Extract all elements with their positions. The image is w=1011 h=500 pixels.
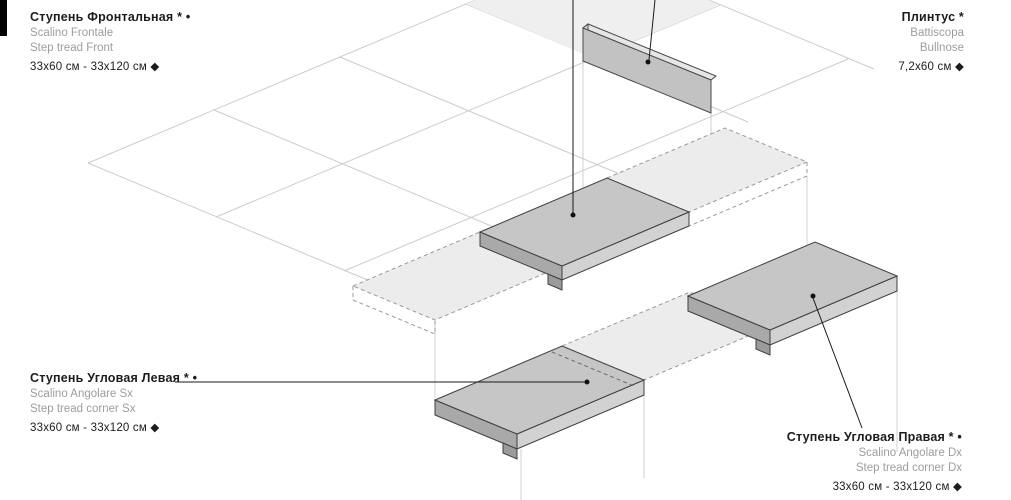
label-title: Ступень Угловая Левая * • bbox=[30, 371, 198, 385]
label-subtitle-it: Scalino Angolare Dx bbox=[858, 446, 962, 459]
leader-bullnose bbox=[648, 0, 656, 61]
floor-grid-line bbox=[87, 162, 371, 282]
label-title: Плинтус * bbox=[901, 10, 964, 24]
tread-nose bbox=[502, 442, 518, 460]
tread-nose bbox=[755, 338, 771, 356]
label-title: Ступень Фронтальная * • bbox=[30, 10, 191, 24]
corner-step-tread-right bbox=[686, 241, 899, 356]
label-subtitle-it: Battiscopa bbox=[910, 26, 964, 39]
label-size: 7,2x60 см ◆ bbox=[898, 60, 964, 73]
tread-top-face bbox=[686, 241, 899, 331]
phantom-thickness bbox=[688, 162, 808, 227]
phantom-thickness bbox=[352, 286, 436, 335]
label-size: 33x60 см - 33x120 см ◆ bbox=[30, 421, 160, 434]
label-subtitle-it: Scalino Angolare Sx bbox=[30, 387, 133, 400]
label-subtitle-en: Step tread corner Sx bbox=[30, 403, 136, 415]
label-corner-left: Ступень Угловая Левая * • Scalino Angola… bbox=[30, 371, 197, 436]
label-subtitle-en: Step tread corner Dx bbox=[855, 462, 962, 474]
label-size: 33x60 см - 33x120 см ◆ bbox=[30, 60, 160, 73]
floor-grid-line bbox=[707, 0, 875, 70]
page-accent-bar bbox=[0, 0, 7, 36]
floor-grid-line bbox=[343, 58, 849, 272]
label-subtitle-en: Step tread Front bbox=[30, 42, 114, 54]
leader-dots bbox=[570, 59, 816, 385]
leader-dot-corner-left bbox=[584, 379, 590, 385]
plinth-face bbox=[582, 27, 712, 114]
leader-dot-front-tread bbox=[570, 212, 576, 218]
bullnose-plinth bbox=[582, 22, 717, 114]
corner-cut-dashed-line bbox=[551, 351, 635, 387]
label-bullnose: Плинтус * Battiscopa Bullnose 7,2x60 см … bbox=[898, 10, 964, 75]
label-title: Ступень Угловая Правая * • bbox=[786, 430, 962, 444]
label-subtitle-it: Scalino Frontale bbox=[30, 26, 114, 39]
leader-lines bbox=[175, 0, 863, 429]
construction-lines bbox=[434, 61, 898, 500]
label-corner-right: Ступень Угловая Правая * • Scalino Angol… bbox=[787, 430, 962, 495]
tread-nose bbox=[547, 273, 563, 291]
tread-top-face bbox=[478, 177, 691, 267]
floor-grid-line bbox=[213, 109, 497, 229]
leader-dot-bullnose bbox=[645, 59, 651, 65]
label-front-tread: Ступень Фронтальная * • Scalino Frontale… bbox=[30, 10, 190, 75]
floor-grid-line bbox=[339, 56, 623, 176]
corner-step-tread-left bbox=[433, 345, 646, 460]
leader-dot-corner-right bbox=[810, 293, 816, 299]
front-step-tread bbox=[478, 177, 691, 291]
label-subtitle-en: Bullnose bbox=[919, 42, 964, 54]
leader-corner-right bbox=[812, 297, 863, 429]
label-size: 33x60 см - 33x120 см ◆ bbox=[832, 480, 962, 493]
